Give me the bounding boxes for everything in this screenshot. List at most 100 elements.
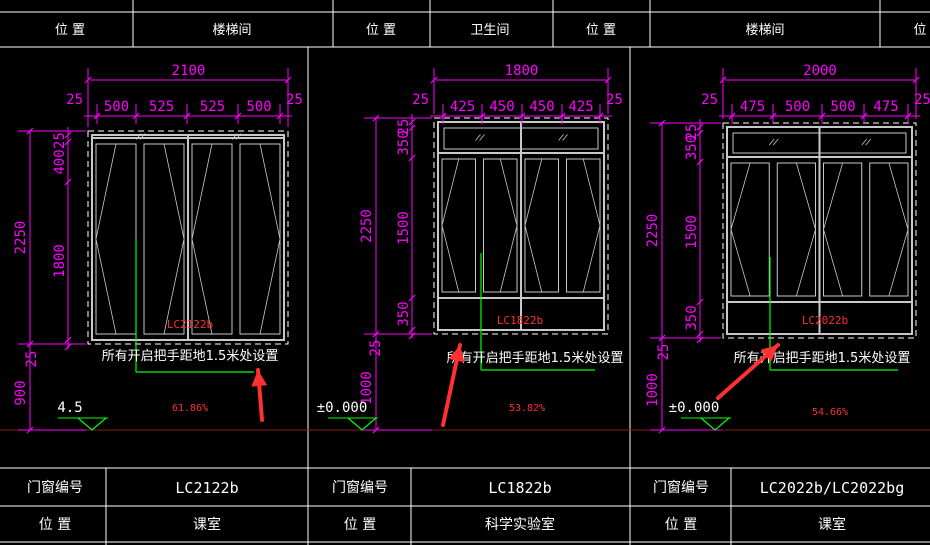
glass-hatch: [772, 138, 779, 146]
position-label: 位 置: [39, 517, 71, 533]
annotation-arrowhead: [448, 345, 465, 363]
glass-hatch: [558, 134, 564, 141]
handle-note: 所有开启把手距地1.5米处设置: [447, 351, 624, 366]
elevation-symbol: [347, 417, 377, 431]
position-label: 位 置: [344, 517, 376, 533]
opening-direction-mark: [524, 158, 543, 293]
height-part-label: 25: [396, 119, 412, 136]
dimension-tick: [558, 112, 566, 120]
dimension-tick: [696, 123, 704, 131]
dimension-tick: [719, 76, 727, 84]
opening-direction-mark: [582, 158, 601, 293]
room-name: 课室: [193, 516, 221, 533]
dimension-tick: [372, 426, 380, 434]
segment-width-label: 425: [450, 99, 475, 115]
dimension-tick: [658, 119, 666, 127]
dimension-tick: [234, 112, 242, 120]
opening-direction-mark: [823, 162, 844, 297]
room-name: 课室: [818, 516, 846, 533]
bottom-table: [0, 467, 930, 545]
dimension-tick: [132, 112, 140, 120]
window-code: LC1822b: [488, 479, 551, 497]
dimension-tick: [26, 127, 34, 135]
dimension-tick: [408, 294, 416, 302]
dimension-tick: [696, 158, 704, 166]
edge-margin-label: 25: [412, 92, 429, 108]
window-tag: LC2122b: [167, 318, 213, 331]
dimension-tick: [372, 114, 380, 122]
elevation-label: 4.5: [57, 400, 82, 416]
opening-direction-mark: [730, 162, 751, 297]
opening-direction-mark: [795, 162, 816, 297]
dimension-tick: [696, 336, 704, 344]
bottom-margin-label: 25: [24, 351, 40, 368]
segment-width-label: 525: [149, 99, 174, 115]
bottom-margin-label: 25: [656, 344, 672, 361]
segment-width-label: 475: [740, 99, 765, 115]
dimension-tick: [904, 112, 912, 120]
height-part-label: 1500: [396, 211, 412, 245]
opening-outline: [722, 122, 917, 339]
annotation-arrowhead: [760, 345, 778, 362]
overall-width-label: 2000: [803, 63, 837, 79]
dimension-tick: [408, 326, 416, 334]
window-tag: LC1822b: [497, 314, 543, 327]
dimension-tick: [408, 124, 416, 132]
dimension-tick: [596, 112, 604, 120]
height-part-label: 350: [684, 305, 700, 330]
dimension-tick: [84, 76, 92, 84]
dimension-tick: [64, 343, 72, 351]
height-part-label: 350: [396, 130, 412, 155]
glass-hatch: [768, 138, 775, 146]
opening-direction-mark: [499, 158, 518, 293]
handle-note: 所有开启把手距地1.5米处设置: [734, 351, 911, 366]
opening-direction-mark: [441, 158, 460, 293]
dimension-tick: [439, 112, 447, 120]
dimension-tick: [912, 76, 920, 84]
top-position-label: 位 置: [586, 23, 616, 38]
edge-margin-label: 25: [701, 92, 718, 108]
window-tag: LC2022b: [802, 314, 848, 327]
height-part-label: 25: [52, 132, 68, 149]
dimension-tick: [276, 112, 284, 120]
segment-width-label: 450: [529, 99, 554, 115]
window-code-label: 门窗编号: [332, 479, 388, 496]
top-table: [0, 0, 930, 48]
dimension-tick: [658, 426, 666, 434]
dimension-tick: [860, 112, 868, 120]
dimension-tick: [64, 178, 72, 186]
opening-direction-mark: [95, 143, 117, 335]
height-part-label: 25: [684, 124, 700, 141]
elevation-label: ±0.000: [669, 400, 720, 416]
top-position-value: 楼梯间: [212, 23, 251, 38]
bottom-margin-label: 25: [368, 340, 384, 357]
top-position-label: 位: [913, 23, 926, 38]
position-label: 位 置: [665, 517, 697, 533]
elevation-symbol: [700, 417, 730, 431]
dimension-tick: [183, 112, 191, 120]
overall-width-label: 1800: [505, 63, 539, 79]
elevation-label: ±0.000: [317, 400, 368, 416]
window-code: LC2022b/LC2022bg: [760, 479, 905, 497]
sill-height-label: 900: [13, 380, 29, 405]
opening-outline: [433, 117, 609, 335]
overall-height-label: 2250: [645, 214, 661, 248]
dimension-tick: [478, 112, 486, 120]
height-part-label: 1500: [684, 215, 700, 249]
dimension-tick: [26, 426, 34, 434]
room-name: 科学实验室: [485, 516, 555, 533]
dimension-tick: [604, 76, 612, 84]
segment-width-label: 500: [785, 99, 810, 115]
glazing-ratio: 61.86%: [172, 403, 208, 414]
dimension-tick: [64, 138, 72, 146]
glass-hatch: [235, 133, 242, 140]
dimension-tick: [408, 118, 416, 126]
elevation-symbol: [77, 417, 107, 431]
dimension-tick: [696, 129, 704, 137]
height-part-label: 350: [684, 135, 700, 160]
glass-hatch: [562, 134, 568, 141]
